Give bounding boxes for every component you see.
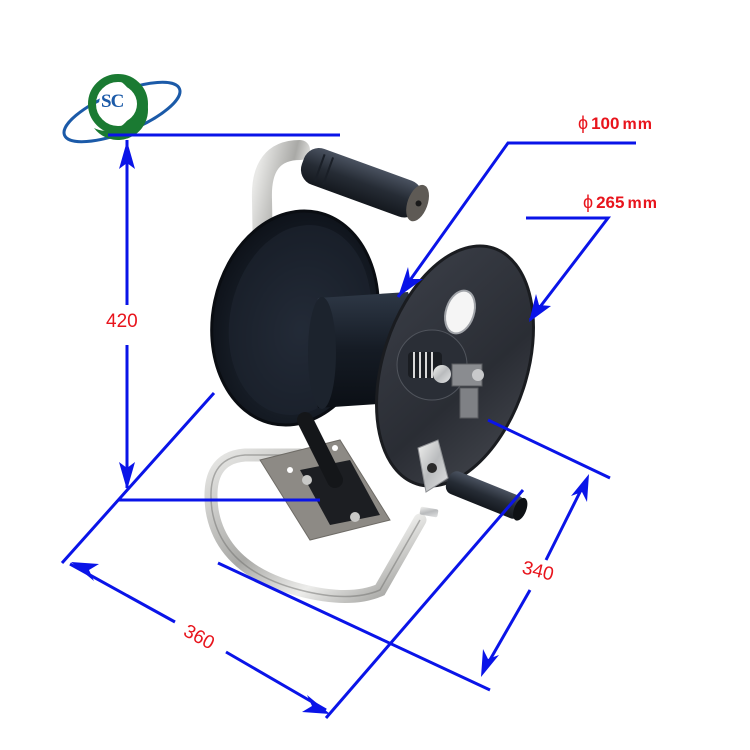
rear-handle-tube xyxy=(251,140,310,330)
arrow-up-right-icon xyxy=(571,474,589,502)
hose-reel-illustration xyxy=(204,140,535,603)
drum-diameter-unit: mm xyxy=(622,116,653,133)
crank-handle xyxy=(417,439,528,521)
arrow-phi100-icon xyxy=(398,267,423,297)
dimension-lines xyxy=(60,133,636,719)
arrow-left-icon xyxy=(71,562,99,581)
arrow-down-left-icon xyxy=(481,649,499,677)
diameter-symbol-icon: ϕ xyxy=(578,113,589,133)
arrow-right-icon xyxy=(302,695,330,714)
height-dimension xyxy=(108,133,340,502)
dimension-arrowheads xyxy=(71,141,589,714)
swivel-fitting xyxy=(408,352,484,419)
drum-diameter-value: 100 xyxy=(591,114,620,133)
height-label: 420 xyxy=(106,311,138,332)
flange-diameter-value: 265 xyxy=(596,193,625,212)
arrow-down-icon xyxy=(119,462,135,490)
logo xyxy=(62,74,182,144)
arrow-up-icon xyxy=(119,141,135,169)
arrow-phi265-icon xyxy=(529,294,551,322)
diameter-symbol-icon: ϕ xyxy=(583,192,594,212)
logo-text: SC xyxy=(101,91,124,112)
handle-grip xyxy=(300,148,430,222)
flange-diameter-unit: mm xyxy=(627,195,658,212)
